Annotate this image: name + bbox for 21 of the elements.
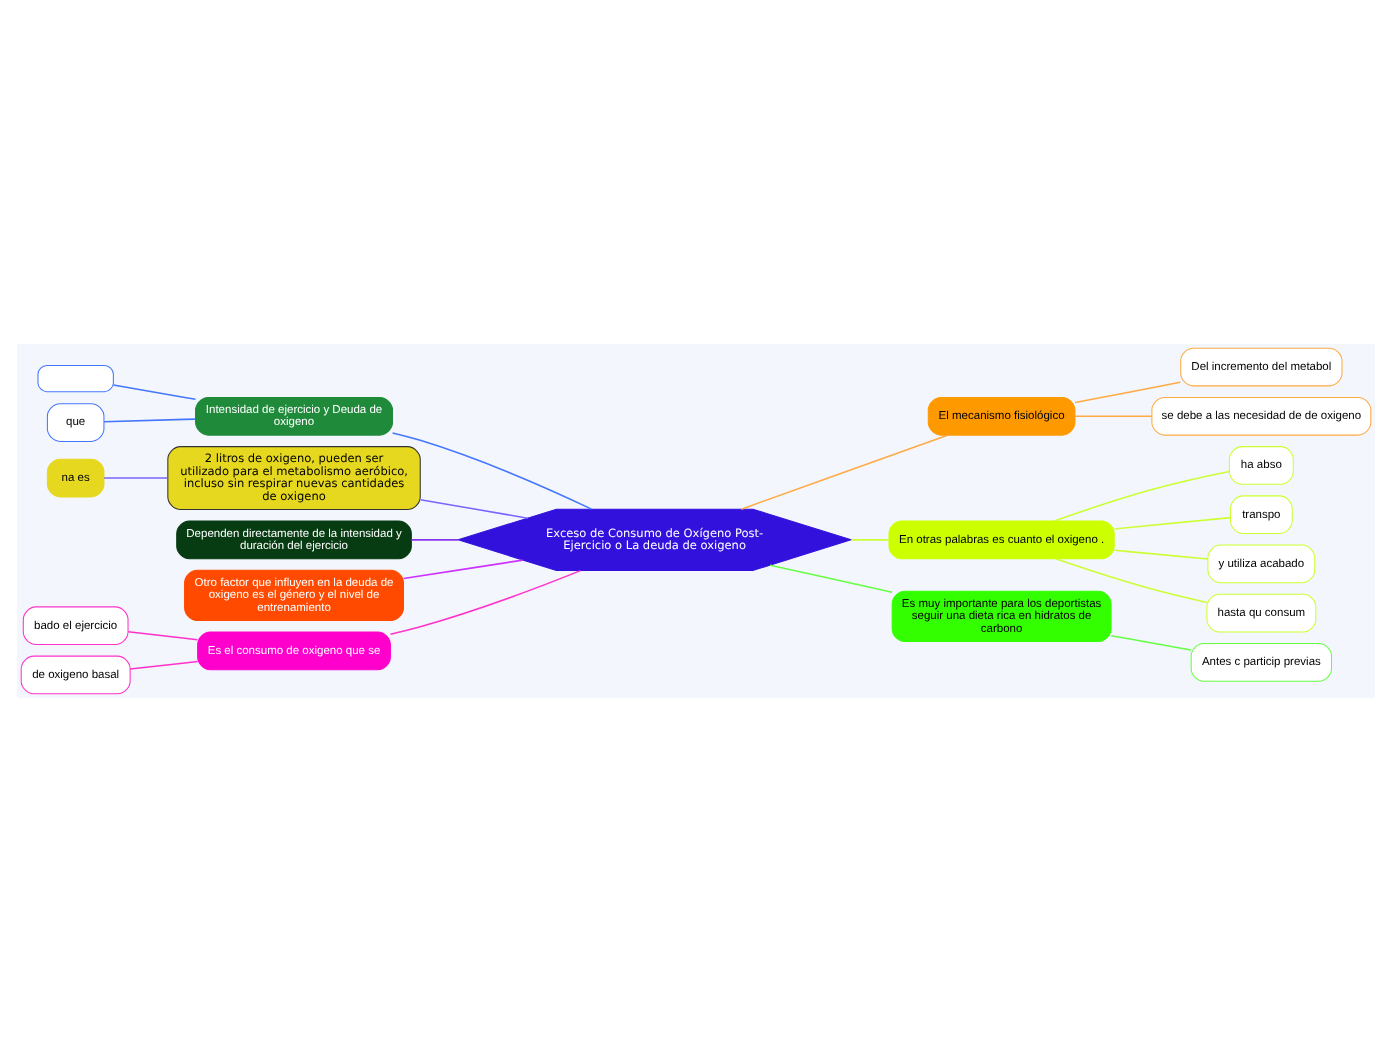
connector [1110,633,1192,650]
connector [1113,515,1232,529]
connector [127,629,199,640]
connector [402,558,524,579]
connector [112,383,197,400]
node-box [37,363,114,392]
connector [769,563,893,593]
connector [1055,557,1208,603]
connector [1113,548,1209,559]
connector [103,417,197,422]
connector [391,431,593,509]
connector [129,659,199,669]
connector [1074,380,1182,403]
connector [389,568,582,634]
connector [850,538,890,540]
connector [1053,469,1231,521]
connector [410,538,459,540]
connector [1074,414,1153,417]
connector [103,476,169,478]
connector [419,497,529,518]
connector [740,433,949,509]
